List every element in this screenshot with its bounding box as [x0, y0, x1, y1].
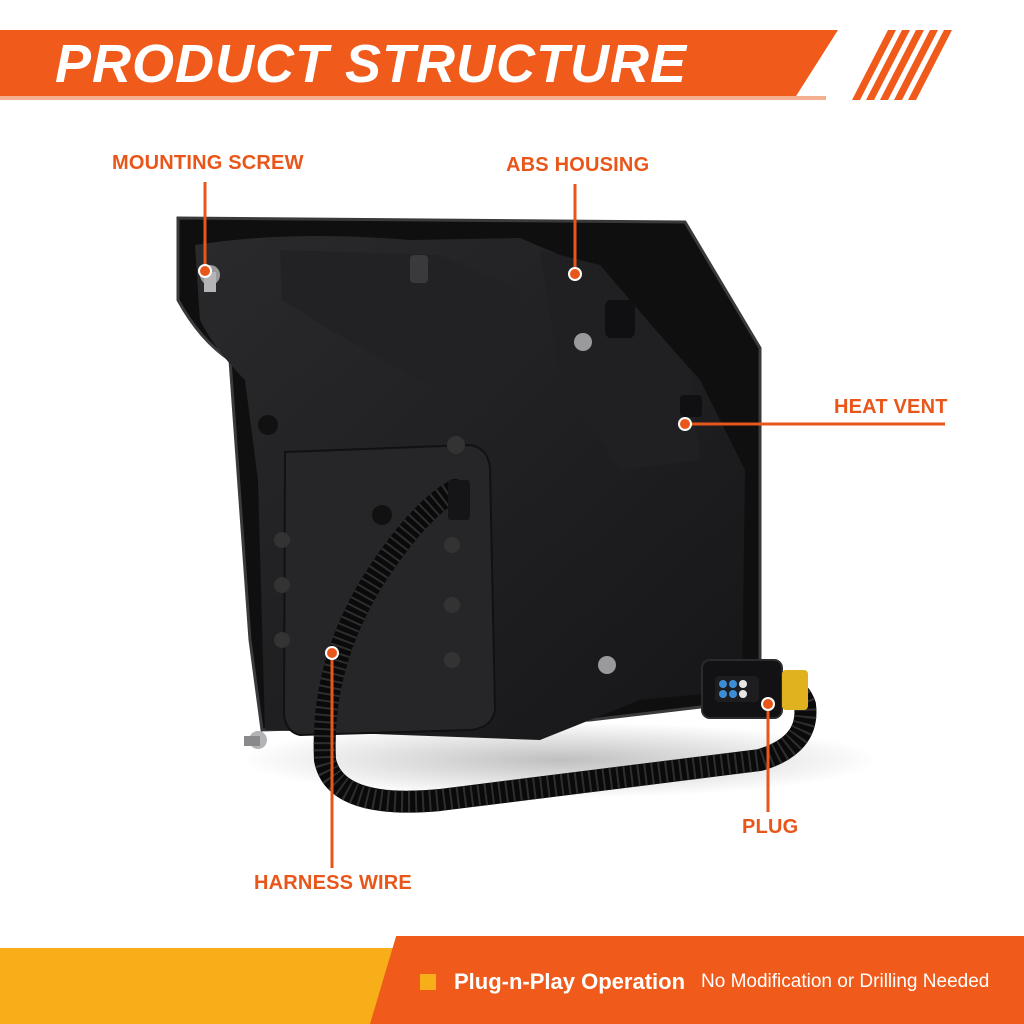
- callout-abs-housing: ABS HOUSING: [506, 154, 650, 176]
- top-port: [410, 255, 428, 283]
- harness-connector: [448, 480, 470, 520]
- ground-shadow: [240, 722, 880, 798]
- callout-anchors: [198, 264, 775, 711]
- footer-band-orange: [370, 936, 1024, 1024]
- callout-harness-wire: HARNESS WIRE: [254, 872, 412, 894]
- plug-connector: [701, 659, 808, 719]
- callout-plug: PLUG: [742, 816, 799, 838]
- footer-feature-row: Plug-n-Play Operation No Modification or…: [420, 962, 989, 1002]
- heat-vent-port: [680, 395, 702, 417]
- housing-right-recess: [540, 250, 700, 470]
- callout-leaders: [203, 182, 945, 868]
- callout-mounting-screw: MOUNTING SCREW: [112, 152, 304, 174]
- header-banner-underline: [0, 96, 826, 100]
- footer-bullet-square: [420, 974, 436, 990]
- housing-top-recess: [280, 250, 530, 420]
- footer-feature-detail: No Modification or Drilling Needed: [701, 971, 990, 992]
- callout-heat-vent: HEAT VENT: [834, 396, 948, 418]
- header-stripes-decoration: [852, 30, 952, 100]
- vent-slot: [605, 300, 635, 338]
- page-title: PRODUCT STRUCTURE: [55, 34, 687, 94]
- footer-feature-label: Plug-n-Play Operation: [454, 969, 686, 994]
- header-banner: [0, 30, 838, 96]
